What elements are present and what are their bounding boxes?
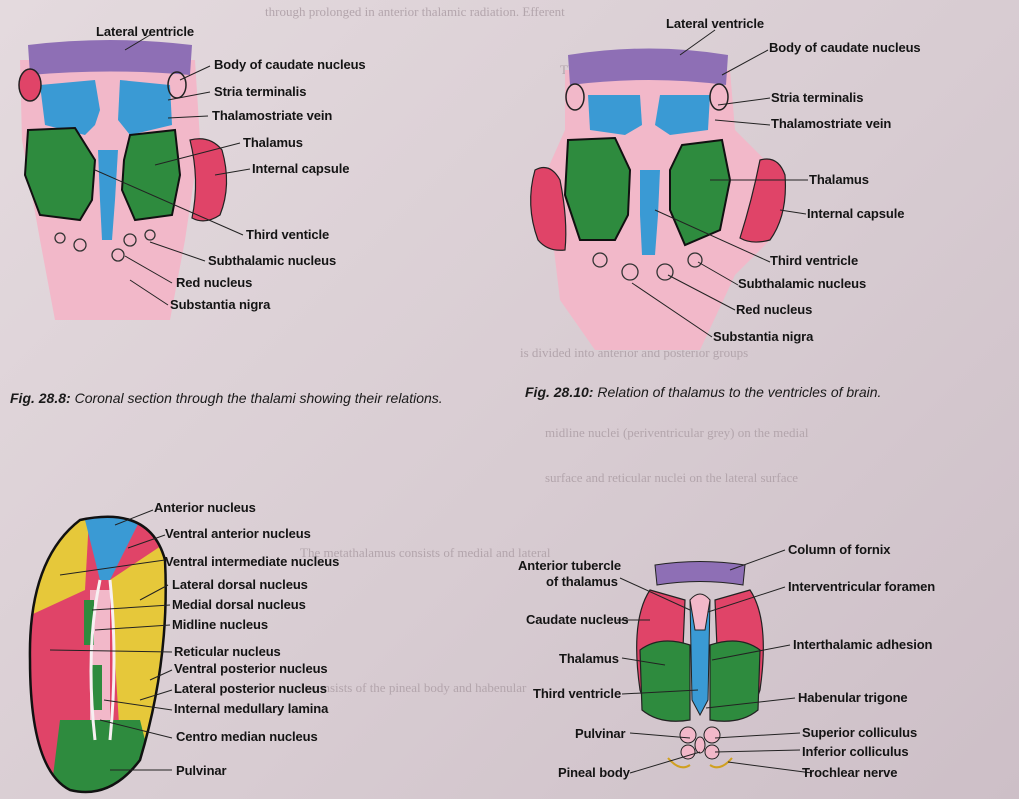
fig4-label-interthalamic-adhesion: Interthalamic adhesion bbox=[793, 637, 932, 652]
fig4-label-habenular-trigone: Habenular trigone bbox=[798, 690, 908, 705]
fig4-label-anterior-tubercle: Anterior tubercle bbox=[518, 558, 621, 573]
fig4-label-caudate-nucleus: Caudate nucleus bbox=[526, 612, 629, 627]
fig4-label-inferior-colliculus: Inferior colliculus bbox=[802, 744, 908, 759]
fig4-label-thalamus: Thalamus bbox=[559, 651, 619, 666]
fig4-label-third-ventricle: Third ventricle bbox=[533, 686, 621, 701]
fig4-label-of-thalamus: of thalamus bbox=[546, 574, 618, 589]
fig4-label-trochlear-nerve: Trochlear nerve bbox=[802, 765, 897, 780]
fig4-label-interventricular-foramen: Interventricular foramen bbox=[788, 579, 935, 594]
fig4-label-superior-colliculus: Superior colliculus bbox=[802, 725, 917, 740]
fig4-label-pulvinar: Pulvinar bbox=[575, 726, 626, 741]
fig4-label-pineal-body: Pineal body bbox=[558, 765, 630, 780]
fig4-label-column-fornix: Column of fornix bbox=[788, 542, 890, 557]
